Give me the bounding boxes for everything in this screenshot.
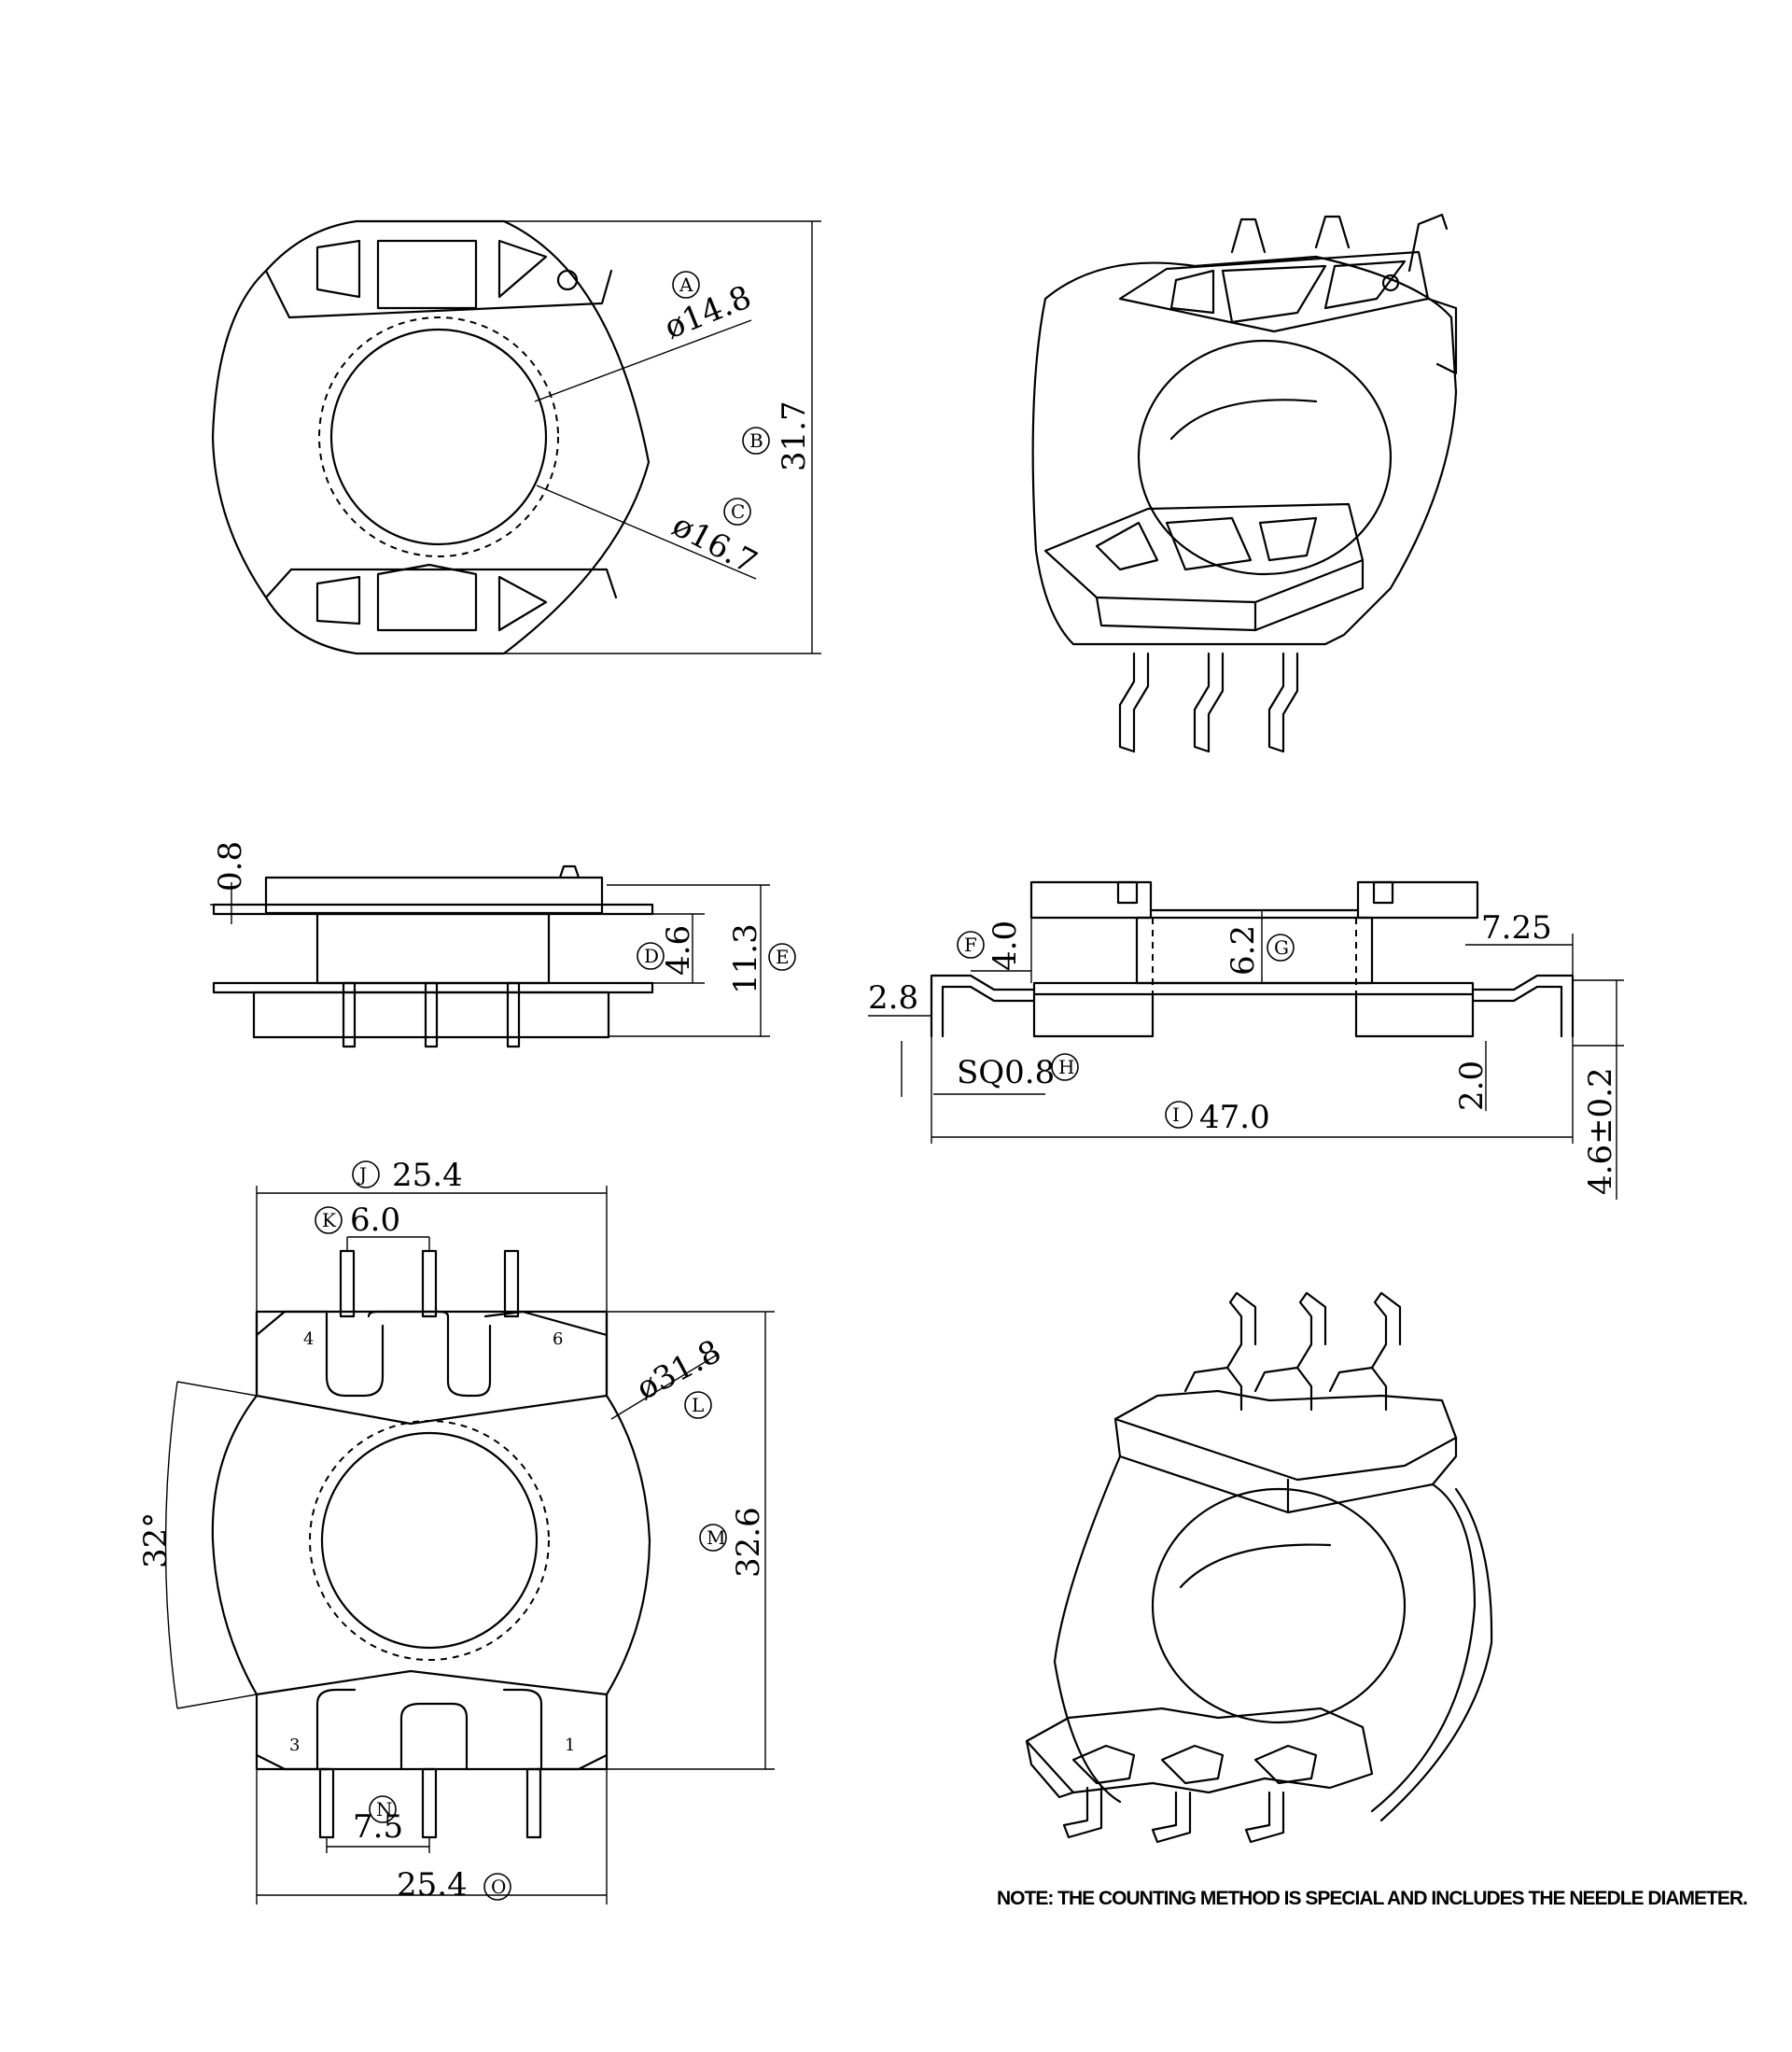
dim-total-height-11-3: 11.3	[727, 923, 764, 994]
dim-overall-width-47-0: 47.0	[1199, 1099, 1270, 1136]
dim-flange-diameter-31-8: ø31.8	[630, 1332, 727, 1407]
dim-bottom-width-25-4: 25.4	[397, 1866, 468, 1904]
dim-pin-section: SQ0.8	[957, 1054, 1055, 1091]
dim-center-height-6-2: 6.2	[1225, 925, 1262, 976]
dim-height-31-7: 31.7	[776, 401, 813, 471]
top-view	[211, 219, 821, 655]
pin-label-4: 4	[303, 1329, 314, 1349]
dim-flange-gap-4-0: 4.0	[987, 921, 1024, 971]
isometric-view-top	[1031, 213, 1458, 753]
dim-flange-0-8: 0.8	[212, 841, 249, 892]
dim-pin-offset-2-8: 2.8	[868, 979, 918, 1017]
dim-depth-32-6: 32.6	[730, 1507, 767, 1578]
callout-l: L	[692, 1394, 704, 1416]
dim-pin-offset-7-25: 7.25	[1481, 909, 1552, 947]
dim-pin-pitch-6-0: 6.0	[350, 1202, 400, 1239]
note-text: NOTE: THE COUNTING METHOD IS SPECIAL AND…	[997, 1888, 1747, 1909]
callout-g: G	[1274, 936, 1289, 959]
side-view	[210, 864, 796, 1048]
callout-o: O	[491, 1876, 506, 1898]
callout-i: I	[1172, 1103, 1180, 1126]
front-view	[868, 880, 1624, 1200]
callout-k: K	[322, 1209, 337, 1231]
dim-core-height-4-6: 4.6	[660, 925, 697, 976]
callout-a: A	[679, 274, 693, 296]
callout-h: H	[1058, 1056, 1074, 1078]
pin-label-6: 6	[553, 1329, 563, 1349]
bottom-view	[164, 1160, 775, 1904]
dim-pin-drop-2-0: 2.0	[1453, 1061, 1491, 1111]
pin-label-3: 3	[289, 1736, 300, 1755]
pin-label-1: 1	[565, 1736, 575, 1755]
callout-c: C	[731, 500, 745, 523]
callout-b: B	[749, 429, 763, 452]
callout-n: N	[376, 1798, 393, 1820]
callout-m: M	[707, 1526, 725, 1549]
dim-angle-32: 32°	[137, 1512, 175, 1568]
dim-pin-pitch-7-5: 7.5	[353, 1808, 403, 1846]
callout-j: J	[357, 1163, 367, 1186]
dim-top-width-25-4: 25.4	[392, 1157, 463, 1194]
dim-pin-length: 4.6±0.2	[1582, 1067, 1619, 1195]
callout-e: E	[776, 946, 790, 968]
callout-f: F	[964, 934, 977, 956]
callout-d: D	[644, 945, 659, 967]
isometric-view-bottom	[1025, 1291, 1493, 1844]
